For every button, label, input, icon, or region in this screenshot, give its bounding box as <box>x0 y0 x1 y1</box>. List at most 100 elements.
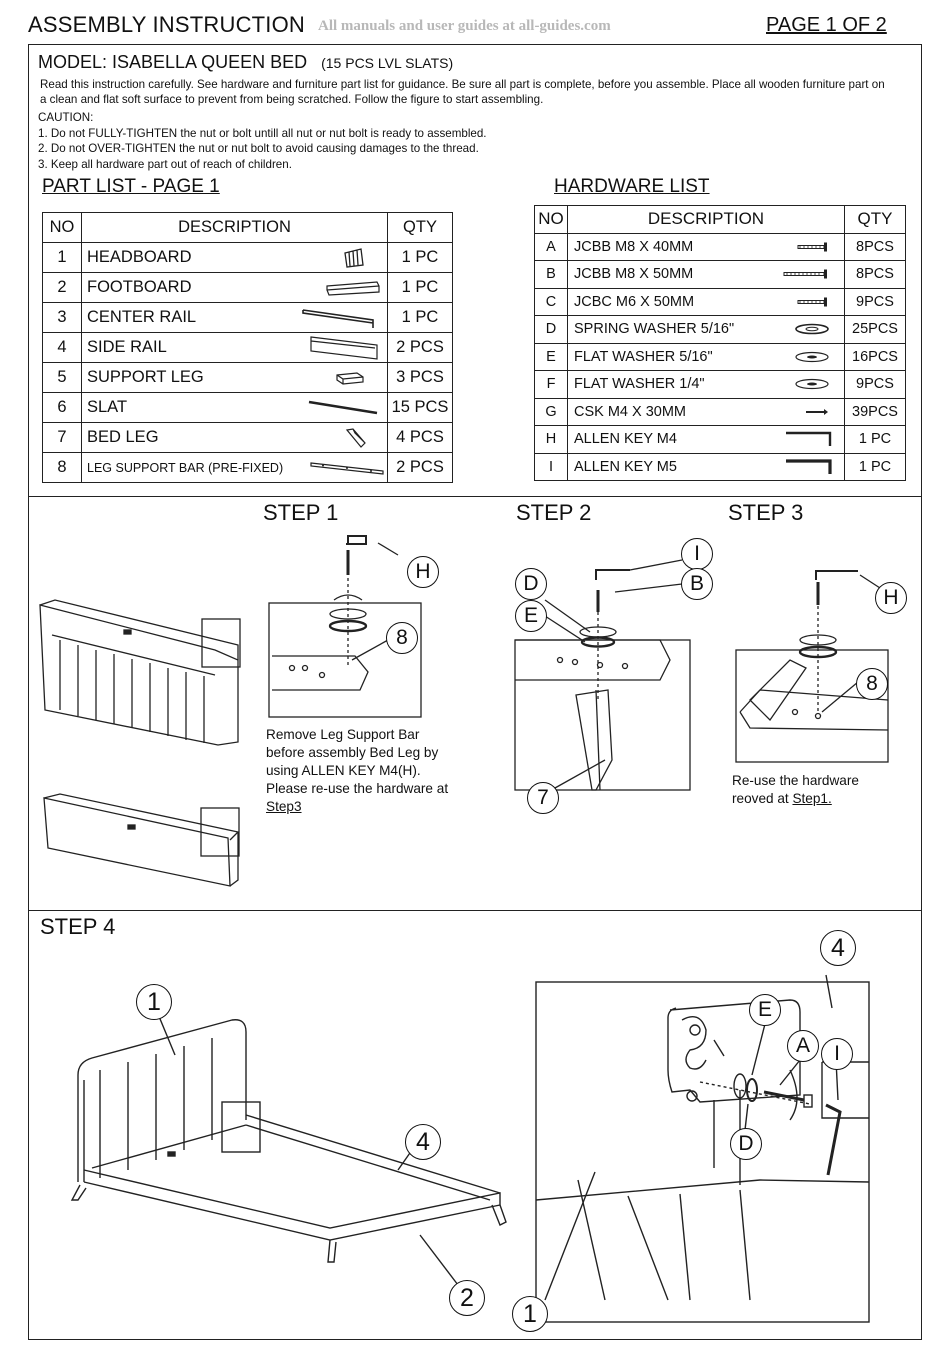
step2-callout-b: B <box>681 568 713 600</box>
table-row: 8 LEG SUPPORT BAR (PRE-FIXED) 2 PCS <box>42 452 453 483</box>
step1-caption: Remove Leg Support Bar before assembly B… <box>266 726 448 816</box>
allen-key-icon <box>786 459 832 474</box>
step3-caption-line: Re-use the hardware <box>732 773 859 788</box>
part-list-table: NO DESCRIPTION QTY 1 HEADBOARD 1 PC 2 FO… <box>42 212 453 483</box>
step3-callout-h: H <box>875 582 907 614</box>
step4-callout-i: I <box>821 1038 853 1070</box>
step1-caption-line: using ALLEN KEY M4(H). <box>266 763 421 778</box>
step3-caption-prefix: reoved at <box>732 791 793 806</box>
long-bolt-icon <box>783 269 827 279</box>
step3-callout-8: 8 <box>856 668 888 700</box>
step4-callout-d: D <box>730 1128 762 1160</box>
part-no: 6 <box>42 392 82 423</box>
step2-callout-e: E <box>515 600 547 632</box>
caution-item: 2. Do not OVER-TIGHTEN the nut or nut bo… <box>38 142 479 155</box>
step3-caption-link: Step1. <box>792 791 832 806</box>
hardware-no: B <box>534 260 568 289</box>
document-title: ASSEMBLY INSTRUCTION <box>28 12 306 37</box>
hardware-desc: CSK M4 X 30MM <box>574 403 686 420</box>
step3-caption: Re-use the hardware reoved at Step1. <box>732 772 859 808</box>
part-desc: SIDE RAIL <box>87 338 167 356</box>
section-divider <box>28 910 922 911</box>
table-row: D SPRING WASHER 5/16" 25PCS <box>534 315 906 344</box>
step1-callout-h: H <box>407 556 439 588</box>
hardware-list-table: NO DESCRIPTION QTY A JCBB M8 X 40MM 8PCS… <box>534 205 906 481</box>
step4-callout-2: 2 <box>449 1280 485 1316</box>
step4-callout-a: A <box>787 1030 819 1062</box>
table-row: 6 SLAT 15 PCS <box>42 392 453 423</box>
hardware-qty: 1 PC <box>844 452 906 481</box>
caution-block: CAUTION: 1. Do not FULLY-TIGHTEN the nut… <box>38 110 487 172</box>
page-number: PAGE 1 OF 2 <box>766 14 887 36</box>
hardware-desc-cell: JCBB M8 X 40MM <box>567 232 845 261</box>
step2-title: STEP 2 <box>516 500 592 525</box>
part-desc-cell: SUPPORT LEG <box>81 362 388 393</box>
step4-callout-1-detail: 1 <box>512 1296 548 1332</box>
part-qty: 1 PC <box>387 242 453 273</box>
slat-icon <box>308 400 378 414</box>
model-name: MODEL: ISABELLA QUEEN BED <box>38 52 308 72</box>
caution-title: CAUTION: <box>38 111 94 124</box>
hardware-desc-cell: ALLEN KEY M5 <box>567 452 845 481</box>
step3-caption-line2: reoved at Step1. <box>732 790 859 808</box>
flat-washer-icon <box>795 379 829 390</box>
part-qty: 3 PCS <box>387 362 453 393</box>
spring-washer-icon <box>795 323 829 335</box>
column-header: NO <box>42 212 82 243</box>
hardware-no: I <box>534 452 568 481</box>
screw-icon <box>806 408 828 415</box>
part-qty: 2 PCS <box>387 332 453 363</box>
part-no: 1 <box>42 242 82 273</box>
step2-callout-7: 7 <box>527 782 559 814</box>
table-row: E FLAT WASHER 5/16" 16PCS <box>534 342 906 371</box>
part-desc-cell: LEG SUPPORT BAR (PRE-FIXED) <box>81 452 388 483</box>
table-row: I ALLEN KEY M5 1 PC <box>534 452 906 481</box>
center-rail-icon <box>302 308 374 328</box>
hardware-list-title: HARDWARE LIST <box>554 176 710 197</box>
part-desc: SLAT <box>87 398 128 416</box>
hardware-no: D <box>534 315 568 344</box>
step1-caption-line: Remove Leg Support Bar <box>266 727 420 742</box>
model-slats: (15 PCS LVL SLATS) <box>321 55 454 71</box>
intro-text: Read this instruction carefully. See har… <box>40 78 885 106</box>
column-header: QTY <box>844 205 906 234</box>
hardware-desc: ALLEN KEY M4 <box>574 431 677 448</box>
part-desc: LEG SUPPORT BAR (PRE-FIXED) <box>87 461 284 475</box>
part-desc: BED LEG <box>87 428 159 446</box>
footboard-icon <box>326 280 380 296</box>
hardware-qty: 9PCS <box>844 287 906 316</box>
side-rail-icon <box>310 335 378 360</box>
step4-callout-4: 4 <box>405 1124 441 1160</box>
table-row: 7 BED LEG 4 PCS <box>42 422 453 453</box>
part-qty: 15 PCS <box>387 392 453 423</box>
hardware-desc-cell: JCBB M8 X 50MM <box>567 260 845 289</box>
part-desc: CENTER RAIL <box>87 308 197 326</box>
part-no: 8 <box>42 452 82 483</box>
hardware-desc-cell: CSK M4 X 30MM <box>567 397 845 426</box>
step1-caption-line: before assembly Bed Leg by <box>266 745 439 760</box>
hardware-desc: FLAT WASHER 1/4" <box>574 376 705 393</box>
part-desc: SUPPORT LEG <box>87 368 204 386</box>
column-header: NO <box>534 205 568 234</box>
step4-callout-4-detail: 4 <box>820 930 856 966</box>
hardware-qty: 8PCS <box>844 232 906 261</box>
bed-leg-icon <box>345 427 366 448</box>
step4-callout-1: 1 <box>136 984 172 1020</box>
caution-item: 1. Do not FULLY-TIGHTEN the nut or bolt … <box>38 126 487 140</box>
hardware-no: H <box>534 425 568 454</box>
watermark[interactable]: All manuals and user guides at all-guide… <box>318 18 611 34</box>
part-qty: 1 PC <box>387 272 453 303</box>
table-row: B JCBB M8 X 50MM 8PCS <box>534 260 906 289</box>
part-desc: HEADBOARD <box>87 248 192 266</box>
model-line: MODEL: ISABELLA QUEEN BED (15 PCS LVL SLA… <box>38 52 453 73</box>
step4-callout-e: E <box>749 994 781 1026</box>
flat-washer-icon <box>795 351 829 362</box>
bolt-icon <box>797 242 827 252</box>
caution-item: 3. Keep all hardware part out of reach o… <box>38 157 292 171</box>
hardware-desc-cell: FLAT WASHER 5/16" <box>567 342 845 371</box>
